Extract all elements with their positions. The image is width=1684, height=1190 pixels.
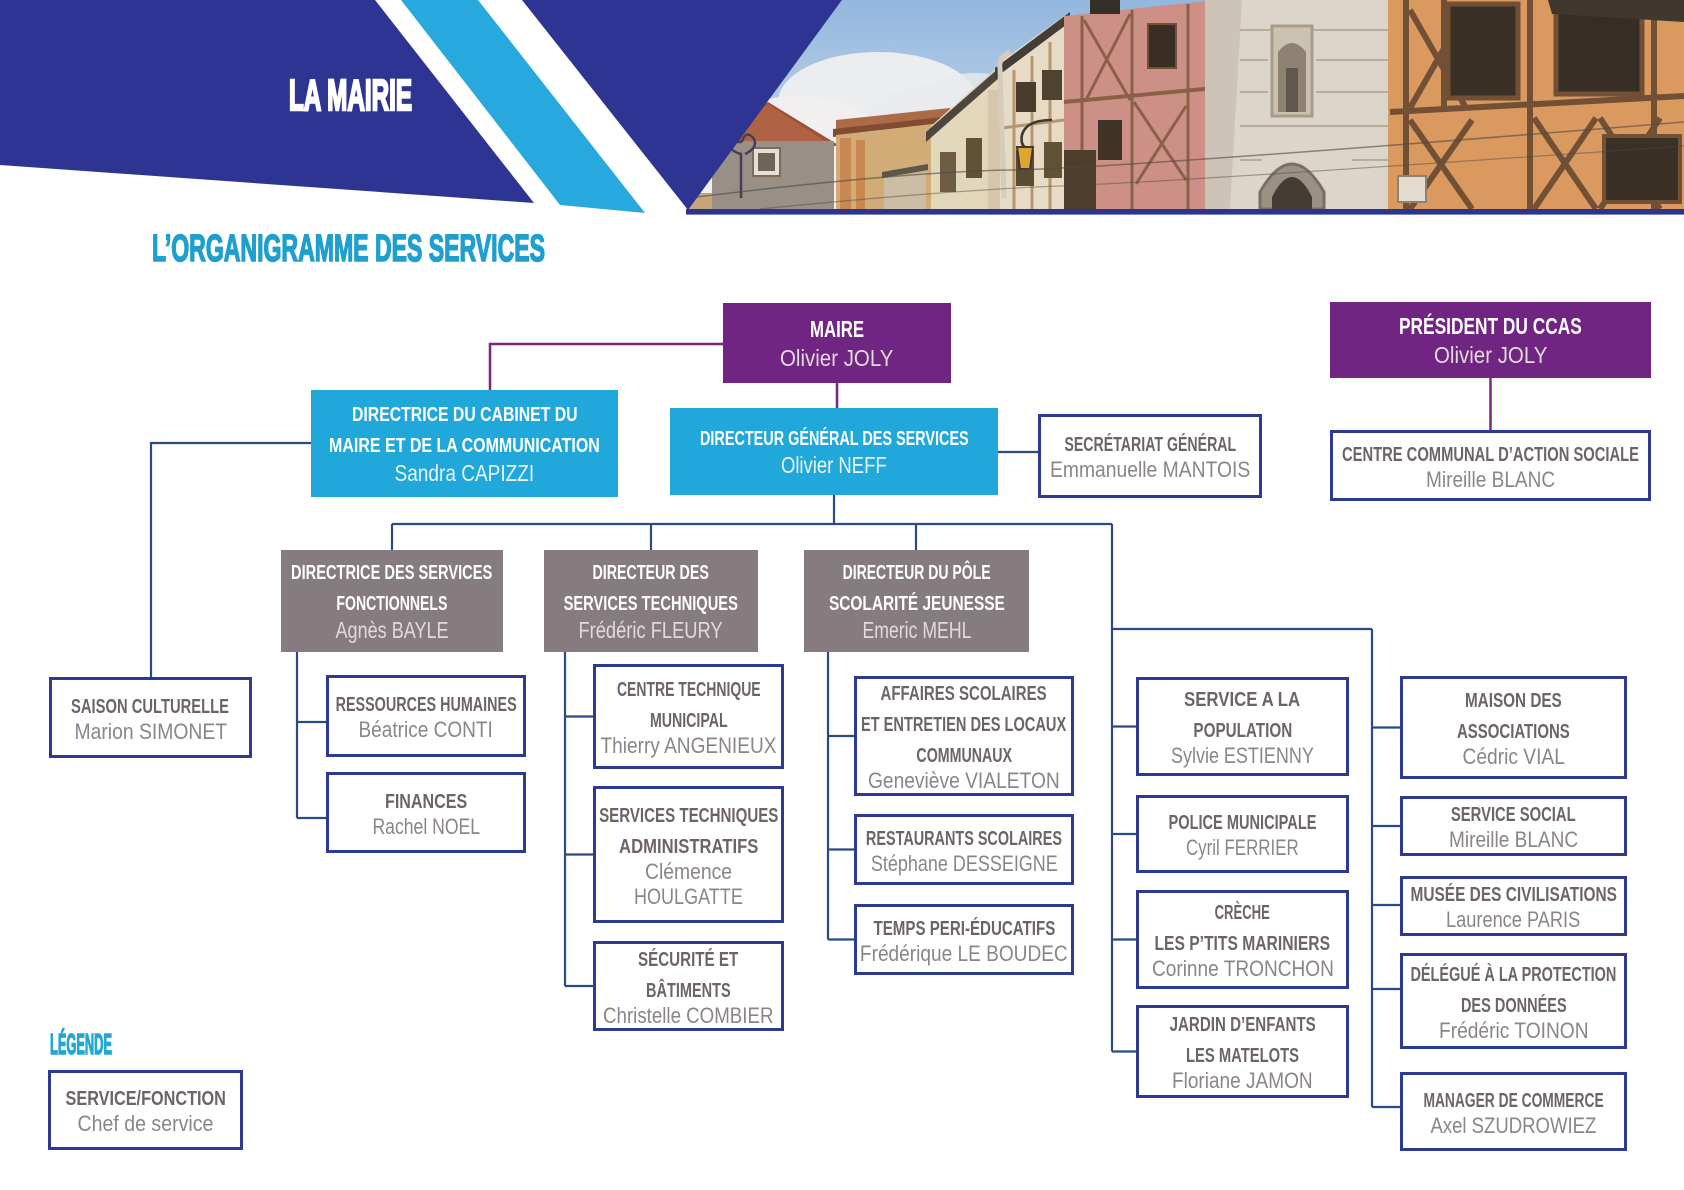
svg-text:L’ORGANIGRAMME DES SERVICES: L’ORGANIGRAMME DES SERVICES <box>152 228 545 270</box>
svg-text:LA MAIRIE: LA MAIRIE <box>289 71 412 120</box>
svg-text:LÉGENDE: LÉGENDE <box>50 1027 112 1061</box>
